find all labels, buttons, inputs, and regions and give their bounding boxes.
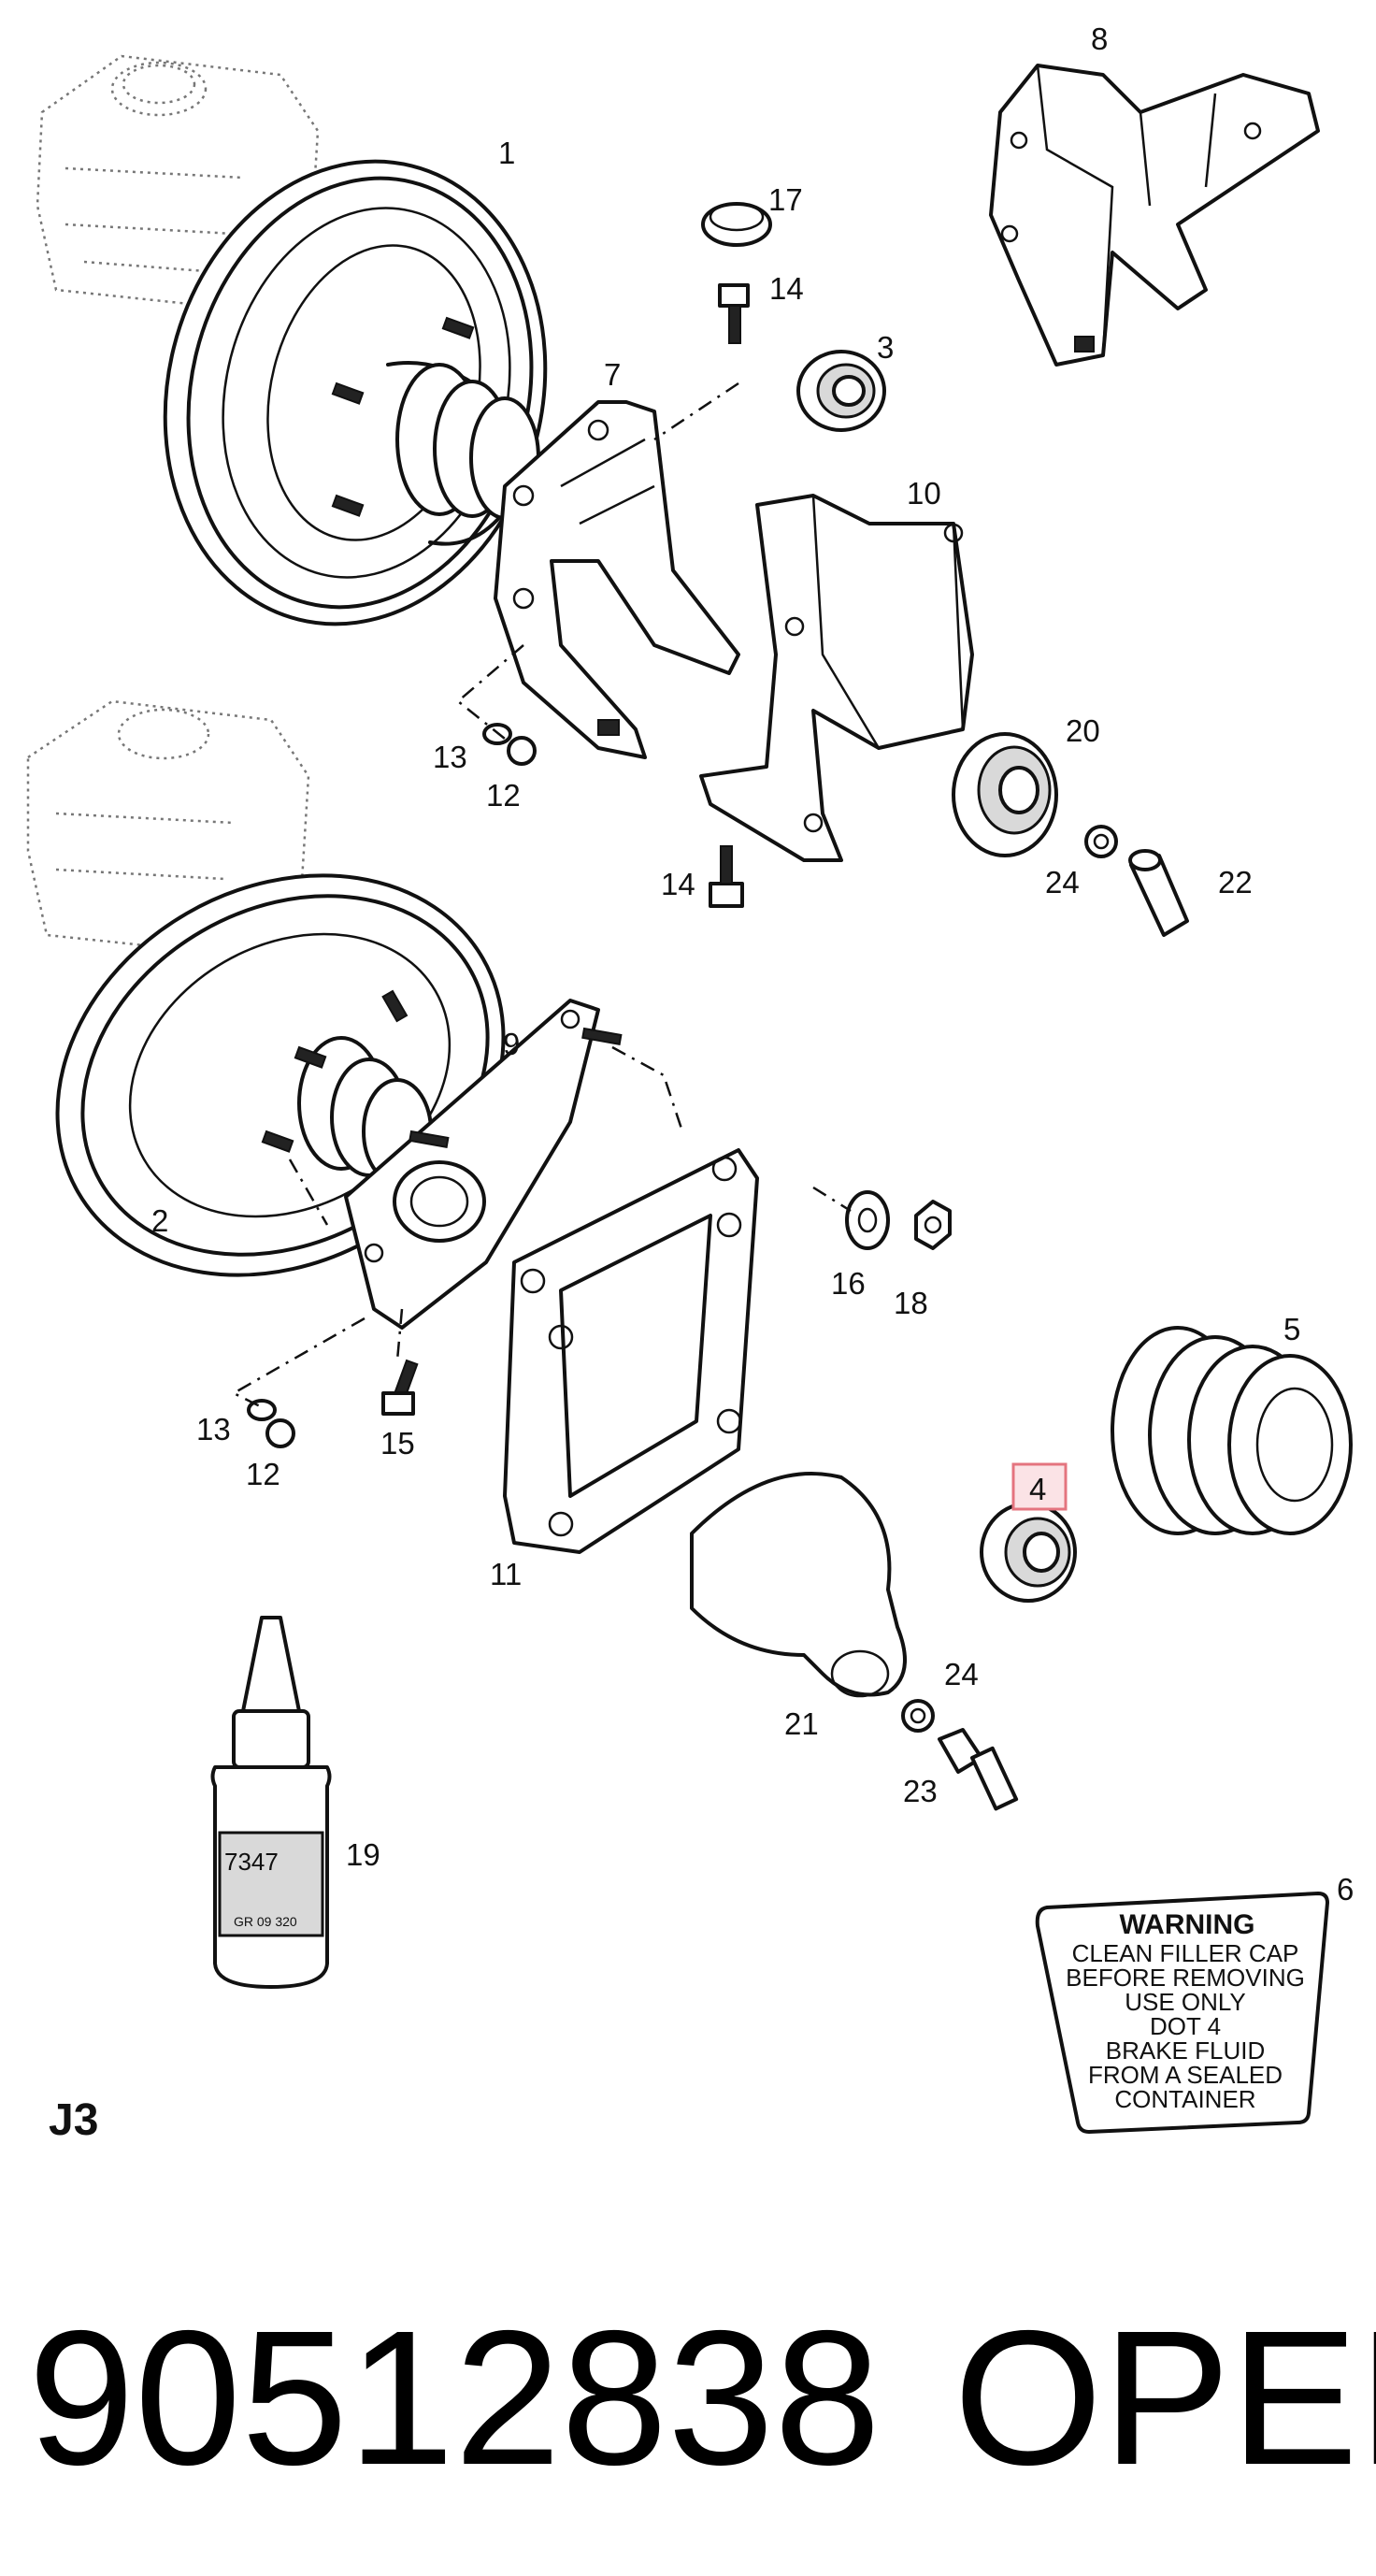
callout-12-upper: 12 <box>486 778 521 813</box>
callout-18: 18 <box>894 1286 928 1320</box>
leader-lines <box>231 381 852 1409</box>
thread-lock-bottle-19: 7347 GR 09 320 <box>210 1616 332 1989</box>
bolt-15 <box>381 1359 419 1416</box>
callout-5: 5 <box>1283 1312 1300 1346</box>
callout-13-upper: 13 <box>433 740 467 774</box>
callout-3: 3 <box>877 330 894 365</box>
callout-13-lower: 13 <box>196 1412 231 1446</box>
warning-line-3: USE ONLY <box>1125 1988 1246 2016</box>
callout-17: 17 <box>768 182 803 217</box>
callout-16: 16 <box>831 1266 866 1301</box>
bracket-8 <box>989 64 1320 367</box>
bolt-14-upper <box>718 283 750 344</box>
warning-line-5: BRAKE FLUID <box>1106 2036 1266 2065</box>
callout-9: 9 <box>503 1027 520 1061</box>
bellows-5 <box>1111 1326 1353 1535</box>
brake-booster-upper <box>163 159 548 626</box>
callout-1: 1 <box>498 136 515 170</box>
callout-23: 23 <box>903 1774 938 1808</box>
warning-line-6: FROM A SEALED <box>1088 2061 1283 2089</box>
warning-line-4: DOT 4 <box>1150 2012 1221 2040</box>
callout-22: 22 <box>1218 865 1253 899</box>
callout-4: 4 <box>1029 1472 1046 1506</box>
washer-16 <box>845 1190 890 1250</box>
master-cylinder-upper <box>36 54 320 310</box>
boot-21 <box>690 1472 907 1698</box>
bracket-10 <box>699 494 974 862</box>
callout-7: 7 <box>604 357 621 392</box>
callout-8: 8 <box>1091 22 1108 56</box>
warning-title: WARNING <box>1120 1909 1255 1940</box>
callout-20: 20 <box>1066 713 1100 748</box>
master-cylinder-lower <box>26 699 310 956</box>
bolt-14-lower <box>709 845 744 908</box>
warning-line-1: CLEAN FILLER CAP <box>1072 1939 1299 1967</box>
bushing-3 <box>796 350 886 432</box>
callout-24-upper: 24 <box>1045 865 1080 899</box>
plug-17 <box>701 202 772 247</box>
callout-14-lower: 14 <box>661 867 695 901</box>
warning-line-2: BEFORE REMOVING <box>1066 1964 1305 1992</box>
nut-18 <box>914 1200 952 1250</box>
warning-line-7: CONTAINER <box>1114 2085 1255 2113</box>
callout-19: 19 <box>346 1837 380 1872</box>
pin-22 <box>1128 849 1189 937</box>
washer-nut-upper <box>482 723 537 766</box>
bolt-23 <box>938 1728 1019 1811</box>
bottle-label-top: 7347 <box>224 1848 279 1876</box>
callout-24-lower: 24 <box>944 1657 979 1691</box>
page-code: J3 <box>49 2095 98 2145</box>
frame-11 <box>503 1148 759 1554</box>
callout-21: 21 <box>784 1706 819 1741</box>
callout-10: 10 <box>907 476 941 511</box>
highlight-box-part-4 <box>1011 1462 1068 1511</box>
callout-15: 15 <box>380 1426 415 1461</box>
nut-24-upper <box>1084 825 1118 858</box>
seal-4 <box>980 1502 1077 1603</box>
callout-11: 11 <box>490 1557 522 1591</box>
washer-nut-lower <box>247 1399 295 1448</box>
callout-6: 6 <box>1337 1872 1354 1907</box>
callout-12-lower: 12 <box>246 1457 280 1491</box>
bottle-label-bottom: GR 09 320 <box>234 1914 297 1929</box>
callout-2: 2 <box>151 1203 168 1238</box>
part-number: 90512838 <box>28 2291 881 2505</box>
callout-14-upper: 14 <box>769 271 804 306</box>
brand-name: OPEL <box>953 2291 1376 2505</box>
warning-label-6: WARNING CLEAN FILLER CAP BEFORE REMOVING… <box>1035 1892 1329 2134</box>
plate-9 <box>344 999 623 1330</box>
nut-24-lower <box>901 1699 935 1733</box>
mount-20 <box>952 732 1058 857</box>
bracket-7 <box>494 400 740 759</box>
